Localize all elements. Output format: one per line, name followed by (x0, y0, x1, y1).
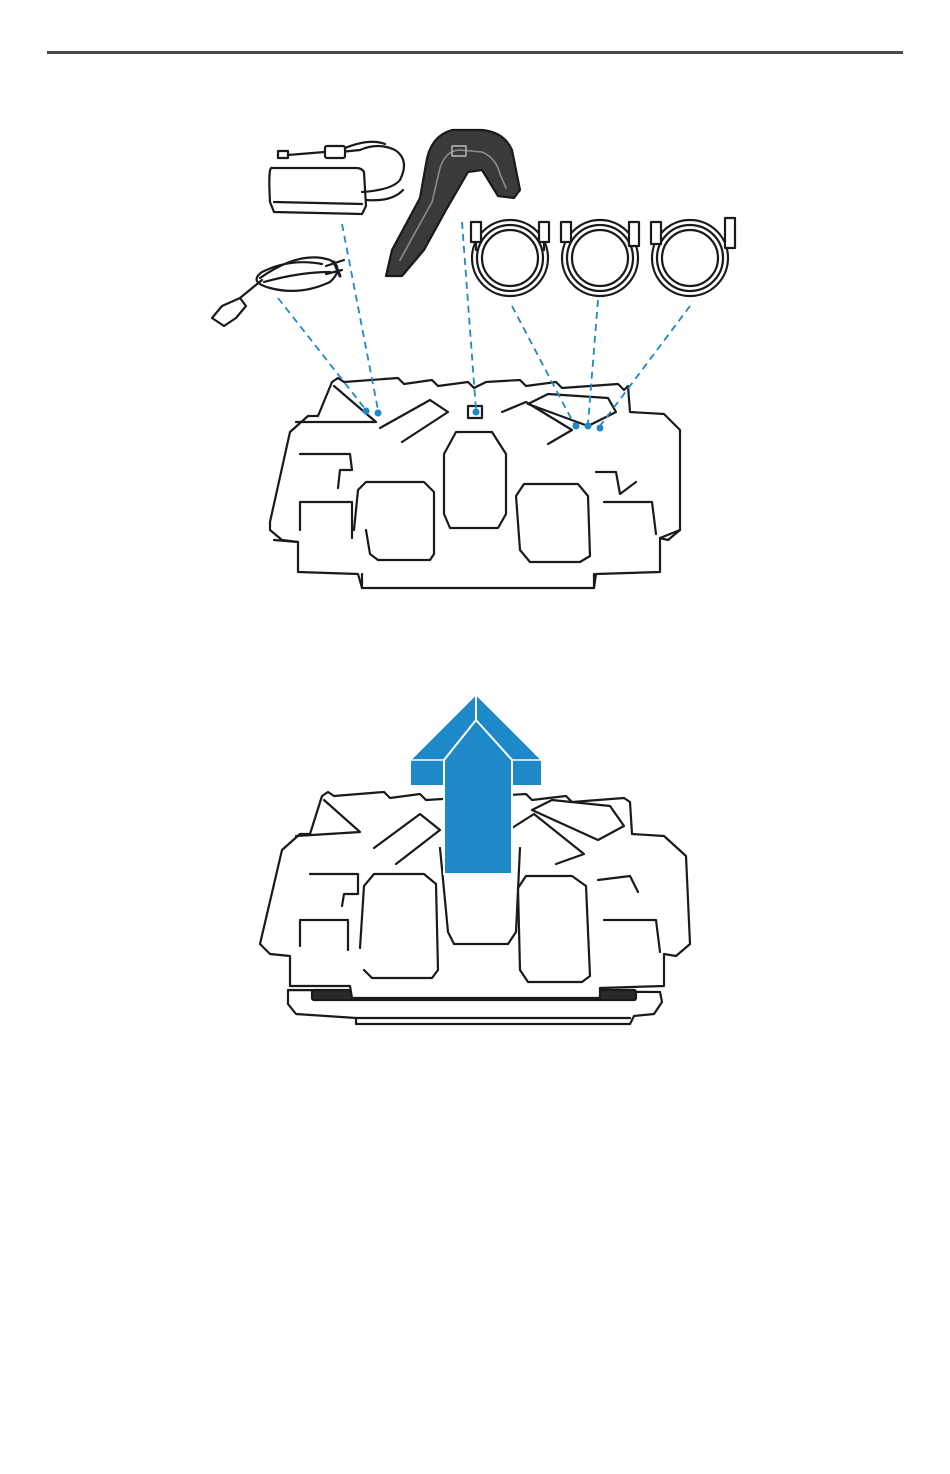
cable-coil-2-icon (561, 220, 639, 296)
header-rule (47, 51, 903, 54)
cable-coil-3-icon (651, 218, 735, 296)
power-cord-icon (212, 257, 344, 326)
lift-up-arrow-illustration (0, 680, 950, 1040)
figure-unpack-accessories (0, 110, 950, 610)
power-adapter-icon (269, 142, 404, 214)
cable-coil-1-icon (471, 220, 549, 296)
figure-lift-tray (0, 680, 950, 1040)
tray-with-accessories-illustration (0, 110, 950, 610)
